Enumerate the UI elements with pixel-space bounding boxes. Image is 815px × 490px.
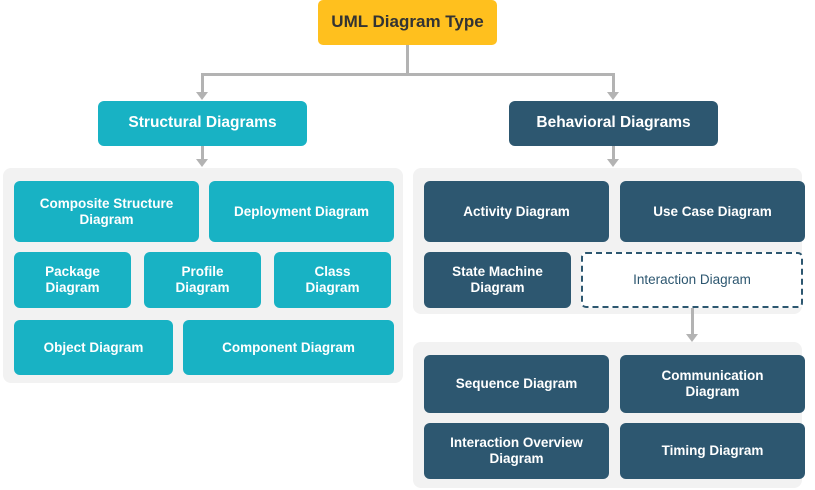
connector-behavioral-to-panel (612, 146, 615, 160)
node-profile-diagram[interactable]: Profile Diagram (144, 252, 261, 308)
node-object-diagram[interactable]: Object Diagram (14, 320, 173, 375)
node-class-diagram[interactable]: Class Diagram (274, 252, 391, 308)
connector-root-stem (406, 45, 409, 73)
connector-interaction-to-panel (691, 308, 694, 335)
node-composite-structure-diagram[interactable]: Composite Structure Diagram (14, 181, 199, 242)
node-interaction-overview-diagram[interactable]: Interaction Overview Diagram (424, 423, 609, 479)
node-sequence-diagram[interactable]: Sequence Diagram (424, 355, 609, 413)
connector-root-to-structural (201, 73, 204, 93)
arrow-structural-to-panel (196, 159, 208, 167)
node-interaction-diagram[interactable]: Interaction Diagram (581, 252, 803, 308)
node-behavioral-diagrams[interactable]: Behavioral Diagrams (509, 101, 718, 146)
arrow-root-to-structural (196, 92, 208, 100)
arrow-behavioral-to-panel (607, 159, 619, 167)
node-state-machine-diagram[interactable]: State Machine Diagram (424, 252, 571, 308)
node-timing-diagram[interactable]: Timing Diagram (620, 423, 805, 479)
node-use-case-diagram[interactable]: Use Case Diagram (620, 181, 805, 242)
node-component-diagram[interactable]: Component Diagram (183, 320, 394, 375)
arrow-interaction-to-panel (686, 334, 698, 342)
node-structural-diagrams[interactable]: Structural Diagrams (98, 101, 307, 146)
node-communication-diagram[interactable]: Communication Diagram (620, 355, 805, 413)
connector-root-to-behavioral (612, 73, 615, 93)
node-activity-diagram[interactable]: Activity Diagram (424, 181, 609, 242)
node-uml-diagram-type[interactable]: UML Diagram Type (318, 0, 497, 45)
node-deployment-diagram[interactable]: Deployment Diagram (209, 181, 394, 242)
connector-structural-to-panel (201, 146, 204, 160)
node-package-diagram[interactable]: Package Diagram (14, 252, 131, 308)
arrow-root-to-behavioral (607, 92, 619, 100)
connector-root-bar (201, 73, 613, 76)
